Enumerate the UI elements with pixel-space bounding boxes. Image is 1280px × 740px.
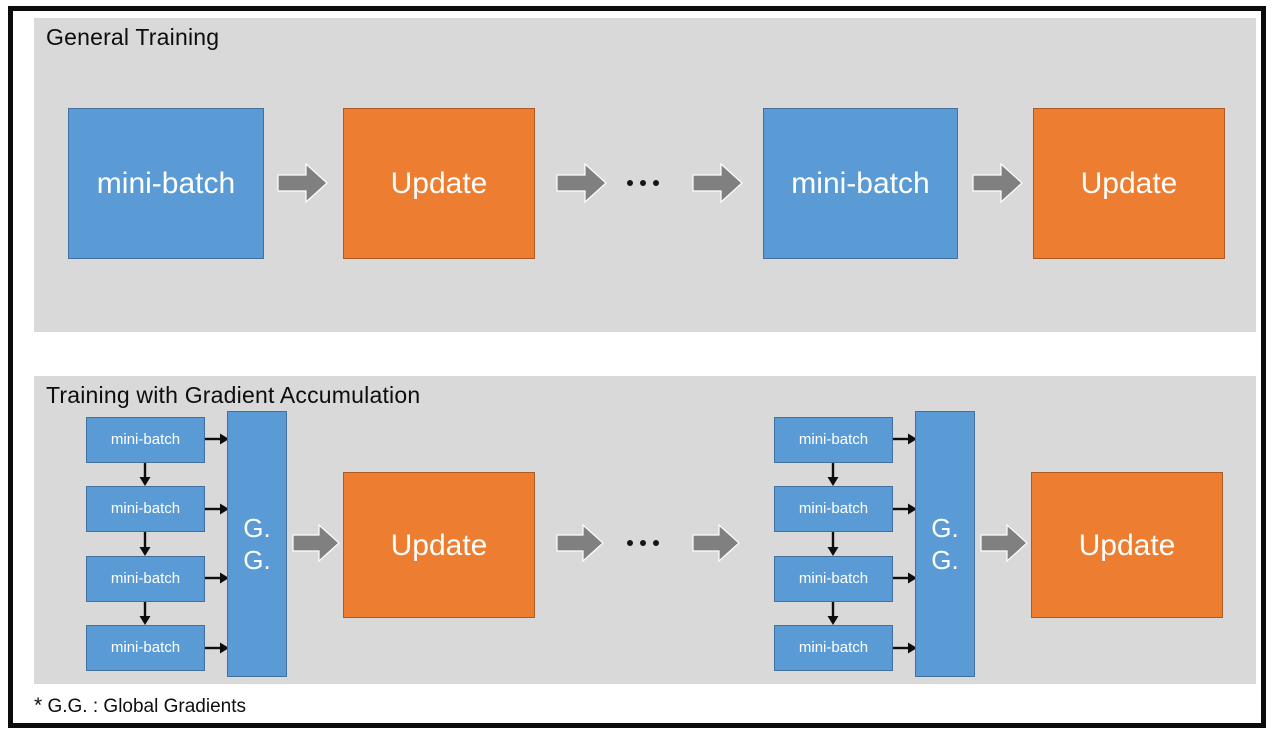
gradacc-right-update-label: Update xyxy=(1078,528,1176,562)
gradacc-right-mini-batch-3-label: mini-batch xyxy=(798,569,869,587)
gradacc-left-vertical-arrow-2 xyxy=(138,532,152,557)
gradacc-left-update-label: Update xyxy=(390,528,488,562)
gradacc-ellipsis xyxy=(627,540,659,546)
gradacc-arrow-after-left-update xyxy=(556,524,604,562)
gradacc-right-vertical-arrow-1 xyxy=(826,463,840,487)
gradacc-right-horizontal-arrow-3 xyxy=(893,571,918,585)
gradacc-left-update: Update xyxy=(343,472,535,618)
ellipsis-dot xyxy=(627,180,633,186)
gradacc-right-mini-batch-3: mini-batch xyxy=(774,556,893,602)
ellipsis-dot xyxy=(640,180,646,186)
panel-general-training-title: General Training xyxy=(46,24,220,50)
general-arrow-1 xyxy=(277,163,328,203)
gradacc-right-mini-batch-2-label: mini-batch xyxy=(798,499,869,517)
gradacc-left-vertical-arrow-1 xyxy=(138,463,152,487)
panel-gradient-accumulation-title: Training with Gradient Accumulation xyxy=(46,382,421,408)
gradacc-right-mini-batch-1-label: mini-batch xyxy=(798,430,869,448)
gradacc-left-mini-batch-2: mini-batch xyxy=(86,486,205,532)
footnote: * G.G. : Global Gradients xyxy=(34,694,246,718)
ellipsis-dot xyxy=(627,540,633,546)
gradacc-left-horizontal-arrow-2 xyxy=(205,502,230,516)
gradacc-right-gg-line-2: G. xyxy=(931,545,959,575)
general-mini-batch-1-label: mini-batch xyxy=(96,167,236,200)
gradacc-right-horizontal-arrow-2 xyxy=(893,502,918,516)
ellipsis-dot xyxy=(640,540,646,546)
gradacc-left-mini-batch-4-label: mini-batch xyxy=(110,638,181,656)
gradacc-left-global-gradients-bar: G. G. xyxy=(227,411,287,677)
gradacc-right-mini-batch-2: mini-batch xyxy=(774,486,893,532)
footnote-asterisk: * xyxy=(34,694,43,717)
general-mini-batch-1: mini-batch xyxy=(68,108,264,259)
footnote-text: G.G. : Global Gradients xyxy=(47,696,246,717)
gradacc-left-mini-batch-2-label: mini-batch xyxy=(110,499,181,517)
general-update-2-label: Update xyxy=(1080,167,1178,200)
gradacc-right-update: Update xyxy=(1031,472,1223,618)
ellipsis-dot xyxy=(653,180,659,186)
ellipsis-dot xyxy=(653,540,659,546)
gradacc-left-horizontal-arrow-3 xyxy=(205,571,230,585)
gradacc-arrow-before-right-group xyxy=(692,524,740,562)
gradacc-left-mini-batch-3-label: mini-batch xyxy=(110,569,181,587)
general-arrow-3 xyxy=(692,163,743,203)
gradacc-left-gg-line-1: G. xyxy=(243,512,271,543)
gradacc-right-mini-batch-4: mini-batch xyxy=(774,625,893,671)
gradacc-right-gg-line-1: G. xyxy=(931,512,959,543)
general-update-1-label: Update xyxy=(390,167,488,200)
gradacc-right-mini-batch-4-label: mini-batch xyxy=(798,638,869,656)
gradacc-right-global-gradients-bar: G. G. xyxy=(915,411,975,677)
general-update-2: Update xyxy=(1033,108,1225,259)
gradacc-left-mini-batch-1: mini-batch xyxy=(86,417,205,463)
general-ellipsis xyxy=(627,180,659,186)
gradacc-left-gg-line-2: G. xyxy=(243,545,271,575)
gradacc-left-mini-batch-3: mini-batch xyxy=(86,556,205,602)
gradacc-right-vertical-arrow-3 xyxy=(826,602,840,626)
gradacc-right-vertical-arrow-2 xyxy=(826,532,840,557)
gradacc-left-mini-batch-1-label: mini-batch xyxy=(110,430,181,448)
gradacc-right-horizontal-arrow-4 xyxy=(893,641,918,655)
gradacc-left-horizontal-arrow-4 xyxy=(205,641,230,655)
gradacc-right-horizontal-arrow-1 xyxy=(893,432,918,446)
gradacc-right-arrow-to-update xyxy=(980,524,1028,562)
gradacc-left-horizontal-arrow-1 xyxy=(205,432,230,446)
gradacc-right-mini-batch-1: mini-batch xyxy=(774,417,893,463)
gradacc-left-mini-batch-4: mini-batch xyxy=(86,625,205,671)
general-mini-batch-2-label: mini-batch xyxy=(791,167,930,200)
gradacc-left-vertical-arrow-3 xyxy=(138,602,152,626)
general-update-1: Update xyxy=(343,108,535,259)
gradacc-left-arrow-to-update xyxy=(292,524,340,562)
general-arrow-4 xyxy=(972,163,1023,203)
general-arrow-2 xyxy=(556,163,607,203)
general-mini-batch-2: mini-batch xyxy=(763,108,958,259)
